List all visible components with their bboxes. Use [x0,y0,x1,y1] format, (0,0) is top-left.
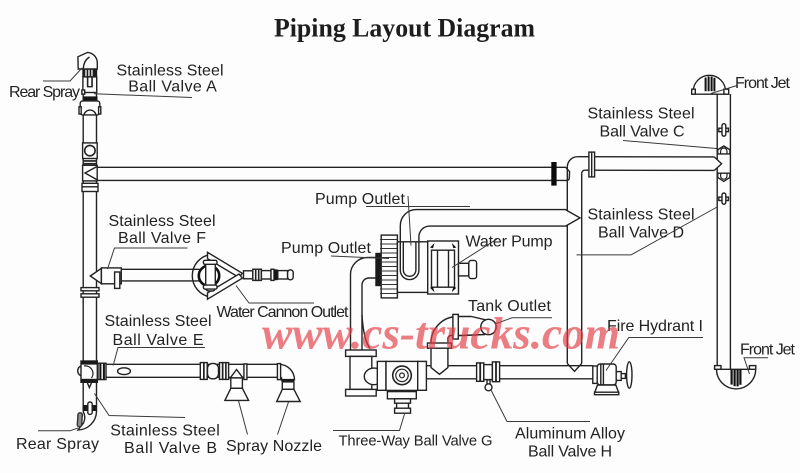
svg-text:Water Cannon Outlet: Water Cannon Outlet [217,304,350,321]
svg-text:www.cs-trucks.com: www.cs-trucks.com [262,308,620,359]
svg-text:Water Pump: Water Pump [466,234,553,251]
svg-text:Three-Way Ball Valve G: Three-Way Ball Valve G [339,434,493,450]
svg-text:Front Jet: Front Jet [735,75,791,92]
svg-text:Stainless Steel: Stainless Steel [110,423,220,440]
svg-text:Ball Valve F: Ball Valve F [118,230,206,247]
svg-text:Ball Valve H: Ball Valve H [528,444,612,461]
svg-text:Front Jet: Front Jet [740,342,796,359]
svg-text:Ball Valve B: Ball Valve B [124,440,217,457]
svg-text:Ball Valve A: Ball Valve A [128,78,217,95]
svg-text:Stainless Steel: Stainless Steel [588,106,695,123]
svg-text:Ball Valve D: Ball Valve D [598,225,684,242]
svg-text:Stainless Steel: Stainless Steel [117,63,224,80]
svg-text:Pump Outlet: Pump Outlet [281,240,372,257]
svg-text:Ball Valve C: Ball Valve C [600,124,685,141]
svg-text:Fire Hydrant I: Fire Hydrant I [607,318,703,335]
svg-text:Rear Spray: Rear Spray [16,436,99,453]
svg-text:Spray Nozzle: Spray Nozzle [226,438,322,455]
svg-text:Rear Spray: Rear Spray [9,84,80,101]
svg-text:Stainless Steel: Stainless Steel [105,313,212,330]
svg-text:Aluminum Alloy: Aluminum Alloy [515,426,625,443]
svg-text:Stainless Steel: Stainless Steel [109,213,216,230]
svg-text:Piping Layout Diagram: Piping Layout Diagram [274,14,535,43]
svg-text:Stainless Steel: Stainless Steel [588,207,695,224]
svg-text:Ball Valve E: Ball Valve E [113,332,204,349]
svg-text:Pump Outlet: Pump Outlet [315,191,406,208]
svg-text:Tank Outlet: Tank Outlet [468,298,552,315]
